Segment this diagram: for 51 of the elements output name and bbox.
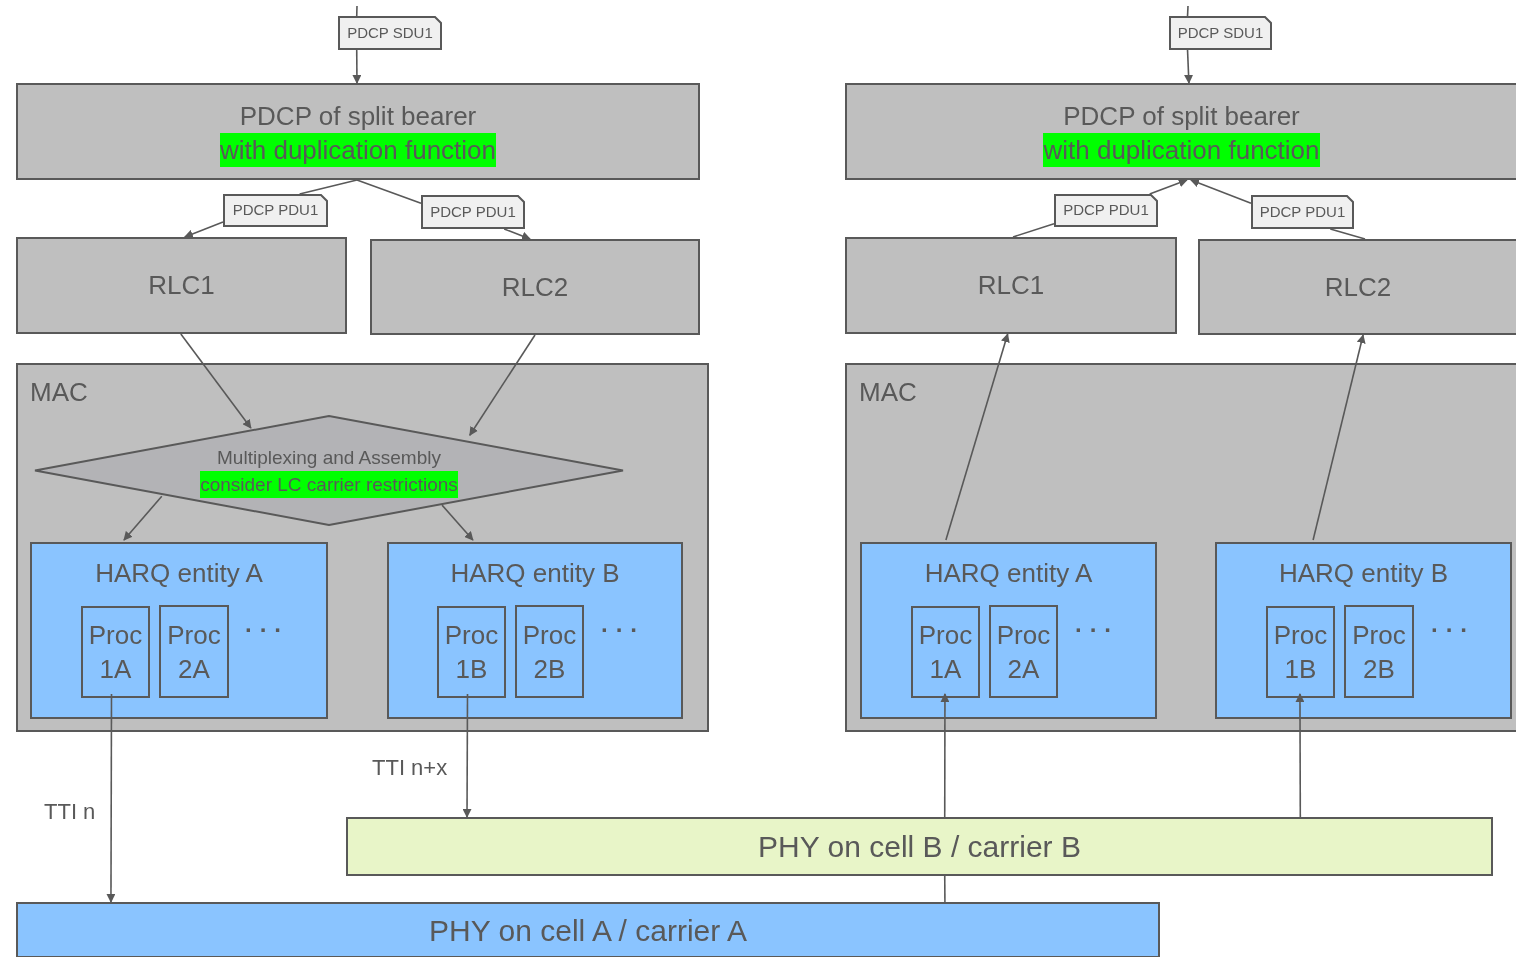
phy-bar: PHY on cell B / carrier B	[346, 817, 1493, 876]
ellipsis-label: · · ·	[1075, 615, 1113, 645]
arrow	[1190, 178, 1252, 204]
pdcp-box: PDCP of split bearer with duplication function	[16, 83, 700, 180]
pdu-tag: PDCP SDU1	[1169, 16, 1272, 50]
connector-line	[1329, 228, 1366, 240]
arrow	[503, 228, 531, 241]
connector-line	[943, 875, 946, 903]
process-box: Proc 1B	[1266, 606, 1335, 698]
rlc-box: RLC1	[845, 237, 1177, 334]
pdcp-box: PDCP of split bearer with duplication function	[845, 83, 1516, 180]
ellipsis-label: · · ·	[1431, 615, 1469, 645]
rlc-box: RLC1	[16, 237, 347, 334]
arrow	[1184, 49, 1194, 84]
pdu-tag: PDCP SDU1	[338, 16, 442, 50]
ellipsis-label: · · ·	[245, 615, 283, 645]
arrow	[123, 495, 163, 541]
phy-bar: PHY on cell A / carrier A	[16, 902, 1160, 957]
pdu-tag: PDCP PDU1	[421, 195, 525, 229]
edge-label: TTI n	[44, 798, 96, 826]
process-box: Proc 1A	[81, 606, 150, 698]
arrow	[106, 693, 116, 903]
pdu-tag: PDCP PDU1	[223, 194, 328, 227]
connector-line	[356, 179, 422, 204]
ellipsis-label: · · ·	[601, 615, 639, 645]
arrow	[183, 221, 224, 239]
edge-label: TTI n+x	[372, 754, 448, 782]
process-box: Proc 1B	[437, 606, 506, 698]
rlc-box: RLC2	[1198, 239, 1516, 335]
process-box: Proc 2B	[1344, 605, 1414, 698]
arrow	[1295, 693, 1305, 818]
arrow	[1148, 178, 1188, 195]
pdu-tag: PDCP PDU1	[1251, 195, 1354, 229]
connector-line	[1012, 222, 1055, 238]
arrow	[940, 693, 950, 818]
process-box: Proc 1A	[911, 606, 980, 698]
arrow	[462, 693, 472, 818]
process-box: Proc 2A	[989, 605, 1058, 698]
pdu-tag: PDCP PDU1	[1054, 194, 1158, 227]
connector-line	[1186, 5, 1189, 17]
arrow	[441, 504, 474, 541]
multiplexing-diamond: Multiplexing and Assembly consider LC carrier restrictions	[34, 415, 624, 526]
process-box: Proc 2B	[515, 605, 584, 698]
connector-line	[355, 5, 358, 17]
arrow	[468, 334, 536, 436]
arrow	[945, 333, 1010, 541]
arrow	[1312, 334, 1366, 541]
rlc-box: RLC2	[370, 239, 700, 335]
arrow	[352, 49, 362, 84]
arrow	[180, 333, 252, 429]
process-box: Proc 2A	[159, 605, 229, 698]
